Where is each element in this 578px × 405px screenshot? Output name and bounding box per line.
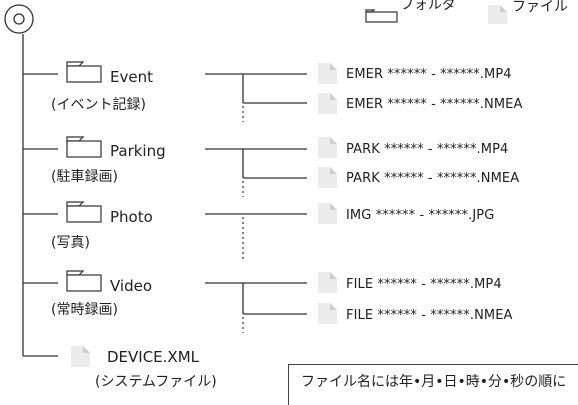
folder-desc-video: (常時録画) bbox=[51, 302, 118, 318]
file-name: EMER ****** - ******.NMEA bbox=[346, 97, 523, 112]
file-name: FILE ****** - ******.MP4 bbox=[346, 277, 502, 292]
legend-file-label: ファイル bbox=[512, 0, 568, 15]
root-file-desc: (システムファイル) bbox=[95, 374, 217, 390]
legend-file-icon bbox=[488, 5, 507, 24]
legend-folder-icon bbox=[365, 9, 398, 23]
folder-icon-event bbox=[66, 61, 102, 83]
root-drive-icon bbox=[4, 4, 34, 34]
file-name: FILE ****** - ******.NMEA bbox=[346, 308, 513, 323]
file-icon bbox=[318, 137, 337, 158]
file-icon bbox=[318, 63, 337, 84]
folder-name-event: Event bbox=[110, 68, 153, 86]
note-text: ファイル名には年•月•日•時•分•秒の順に bbox=[301, 374, 567, 390]
root-file-name: DEVICE.XML bbox=[107, 348, 200, 366]
file-icon bbox=[318, 167, 337, 188]
file-name: IMG ****** - ******.JPG bbox=[346, 208, 495, 223]
file-icon-device-xml bbox=[71, 346, 90, 367]
file-icon bbox=[318, 93, 337, 114]
folder-icon-parking bbox=[66, 136, 102, 158]
file-name: PARK ****** - ******.NMEA bbox=[346, 171, 520, 186]
file-icon bbox=[318, 203, 337, 224]
folder-desc-event: (イベント記録) bbox=[51, 97, 146, 113]
folder-icon-video bbox=[66, 270, 102, 292]
file-name: EMER ****** - ******.MP4 bbox=[346, 67, 512, 82]
folder-name-parking: Parking bbox=[110, 142, 166, 160]
folder-desc-parking: (駐車録画) bbox=[51, 169, 118, 185]
file-name: PARK ****** - ******.MP4 bbox=[346, 142, 509, 157]
folder-name-photo: Photo bbox=[110, 208, 153, 226]
legend-folder-label: フォルダ bbox=[400, 0, 456, 13]
file-icon bbox=[318, 303, 337, 324]
file-icon bbox=[318, 272, 337, 293]
folder-icon-photo bbox=[66, 201, 102, 223]
folder-tree-diagram bbox=[4, 4, 507, 367]
note-box: ファイル名には年•月•日•時•分•秒の順に bbox=[288, 364, 578, 405]
folder-desc-photo: (写真) bbox=[51, 235, 90, 251]
folder-name-video: Video bbox=[110, 277, 153, 295]
